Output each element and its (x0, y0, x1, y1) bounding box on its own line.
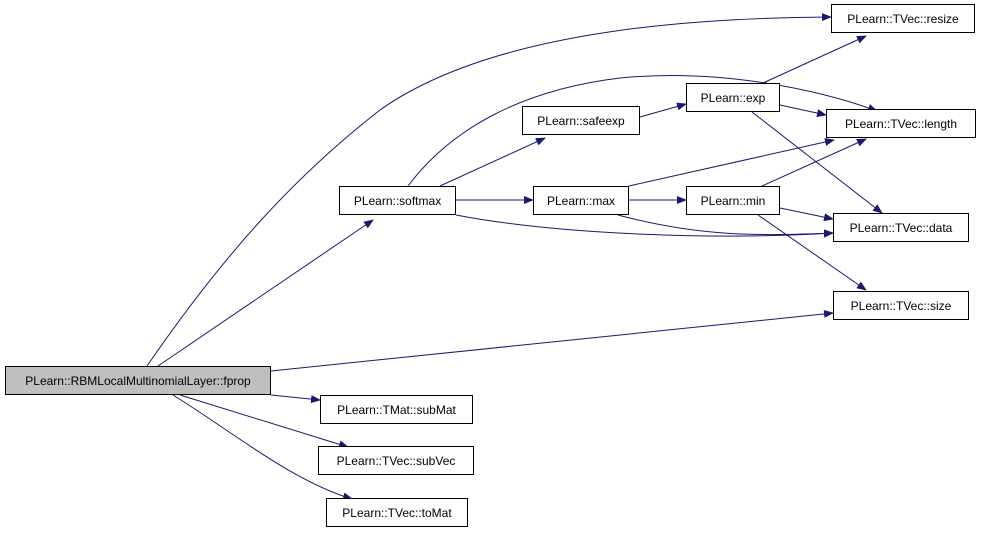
node-max[interactable]: PLearn::max (533, 186, 629, 215)
edge-min-to-data (779, 207, 834, 222)
node-fprop[interactable]: PLearn::RBMLocalMultinomialLayer::fprop (5, 366, 271, 395)
node-resize[interactable]: PLearn::TVec::resize (831, 4, 975, 33)
edge-exp-to-length (779, 104, 827, 117)
edge-softmax-to-safeexp (439, 137, 546, 187)
edge-fprop-to-toMat (172, 394, 353, 501)
edge-max-to-data (617, 214, 834, 238)
node-subMat[interactable]: PLearn::TMat::subMat (320, 395, 473, 424)
node-subVec[interactable]: PLearn::TVec::subVec (318, 446, 474, 475)
edge-softmax-to-length (407, 75, 878, 187)
edge-min-to-size (757, 214, 867, 291)
node-length[interactable]: PLearn::TVec::length (826, 109, 976, 138)
node-softmax[interactable]: PLearn::softmax (339, 186, 456, 215)
node-size[interactable]: PLearn::TVec::size (833, 291, 969, 320)
edge-fprop-to-resize (146, 13, 832, 367)
edge-softmax-to-data (455, 214, 834, 238)
edge-exp-to-resize (762, 35, 867, 84)
edge-fprop-to-softmax (157, 219, 374, 367)
edge-fprop-to-subVec (179, 394, 349, 449)
node-min[interactable]: PLearn::min (686, 186, 780, 215)
edge-fprop-to-size (270, 309, 834, 372)
node-exp[interactable]: PLearn::exp (686, 83, 780, 112)
edge-fprop-to-subMat (270, 394, 321, 404)
edge-exp-to-data (751, 111, 883, 214)
edge-max-to-length (628, 138, 835, 187)
node-data[interactable]: PLearn::TVec::data (833, 213, 969, 242)
edge-safeexp-to-exp (639, 102, 687, 118)
node-safeexp[interactable]: PLearn::safeexp (522, 106, 640, 135)
node-toMat[interactable]: PLearn::TVec::toMat (326, 498, 468, 527)
edge-min-to-length (761, 138, 867, 187)
